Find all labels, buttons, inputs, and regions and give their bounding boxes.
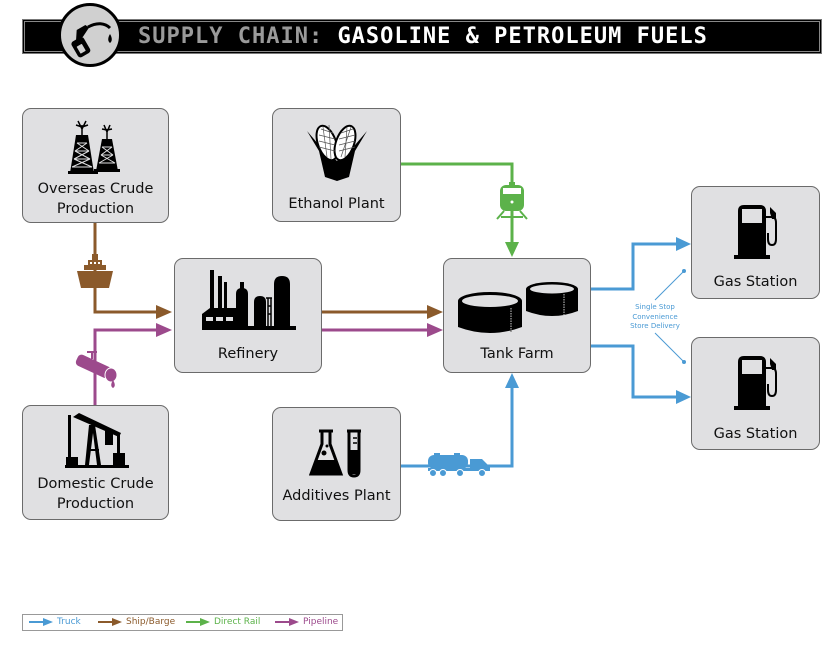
node-label: Tank Farm [480,346,554,362]
truck-connector-tankfarm-gas1 [591,237,691,291]
refinery-icon [202,270,296,330]
train-icon [496,182,528,220]
legend-item-direct-rail: Direct Rail [186,615,260,630]
rail-connector-ethanol-tankfarm [401,162,519,257]
annotation-line: Convenience [632,312,678,321]
corn-icon [307,124,367,181]
fuel-pump-icon [734,205,777,259]
storage-tank-icon [458,282,578,333]
node-gas-station-2[interactable]: Gas Station [691,337,820,450]
pipeline-connector-domestic-refinery [93,323,172,405]
ship-barge-connector-overseas-refinery [93,222,172,319]
pipeline-icon [75,351,118,388]
legend-item-ship-barge: Ship/Barge [98,615,175,630]
pipeline-connector-refinery-tankfarm [322,323,443,337]
annotation-line: Single Stop [635,303,675,311]
node-refinery[interactable]: Refinery [174,258,322,373]
direct-rail-arrow-icon [186,617,210,626]
truck-arrow-icon [29,617,53,626]
ship-barge-arrow-icon [98,617,122,626]
legend-item-pipeline: Pipeline [275,615,338,630]
oil-derrick-icon [68,120,120,174]
truck-connector-additives-tankfarm [401,373,519,468]
node-additives-plant[interactable]: Additives Plant [272,407,401,521]
node-gas-station-1[interactable]: Gas Station [691,186,820,299]
node-tank-farm[interactable]: Tank Farm [443,258,591,373]
node-ethanol-plant[interactable]: Ethanol Plant [272,108,401,222]
legend-item-truck: Truck [29,615,81,630]
lab-flask-icon [309,429,361,478]
node-label: Gas Station [713,274,798,290]
fuel-nozzle-icon [58,3,122,67]
fuel-pump-icon [734,356,777,410]
annotation-line: Store Delivery [630,322,680,330]
pipeline-arrow-icon [275,617,299,626]
tanker-truck-icon [428,453,490,477]
title-banner [22,19,822,54]
ship-icon [77,254,113,288]
pumpjack-icon [65,413,129,468]
single-stop-annotation: Single Stop Convenience Store Delivery [620,303,690,332]
ship-barge-connector-refinery-tankfarm [322,305,443,319]
node-label: Refinery [217,346,279,362]
page-title: SUPPLY CHAIN: GASOLINE & PETROLEUM FUELS [138,24,708,49]
annotation-pointer-lines [654,269,686,364]
node-label: Gas Station [713,426,798,442]
node-label: Ethanol Plant [288,196,385,212]
node-label: Additives Plant [282,488,391,504]
legend: Truck Ship/Barge Direct Rail Pipeline [22,614,343,631]
truck-connector-tankfarm-gas2 [591,344,691,404]
